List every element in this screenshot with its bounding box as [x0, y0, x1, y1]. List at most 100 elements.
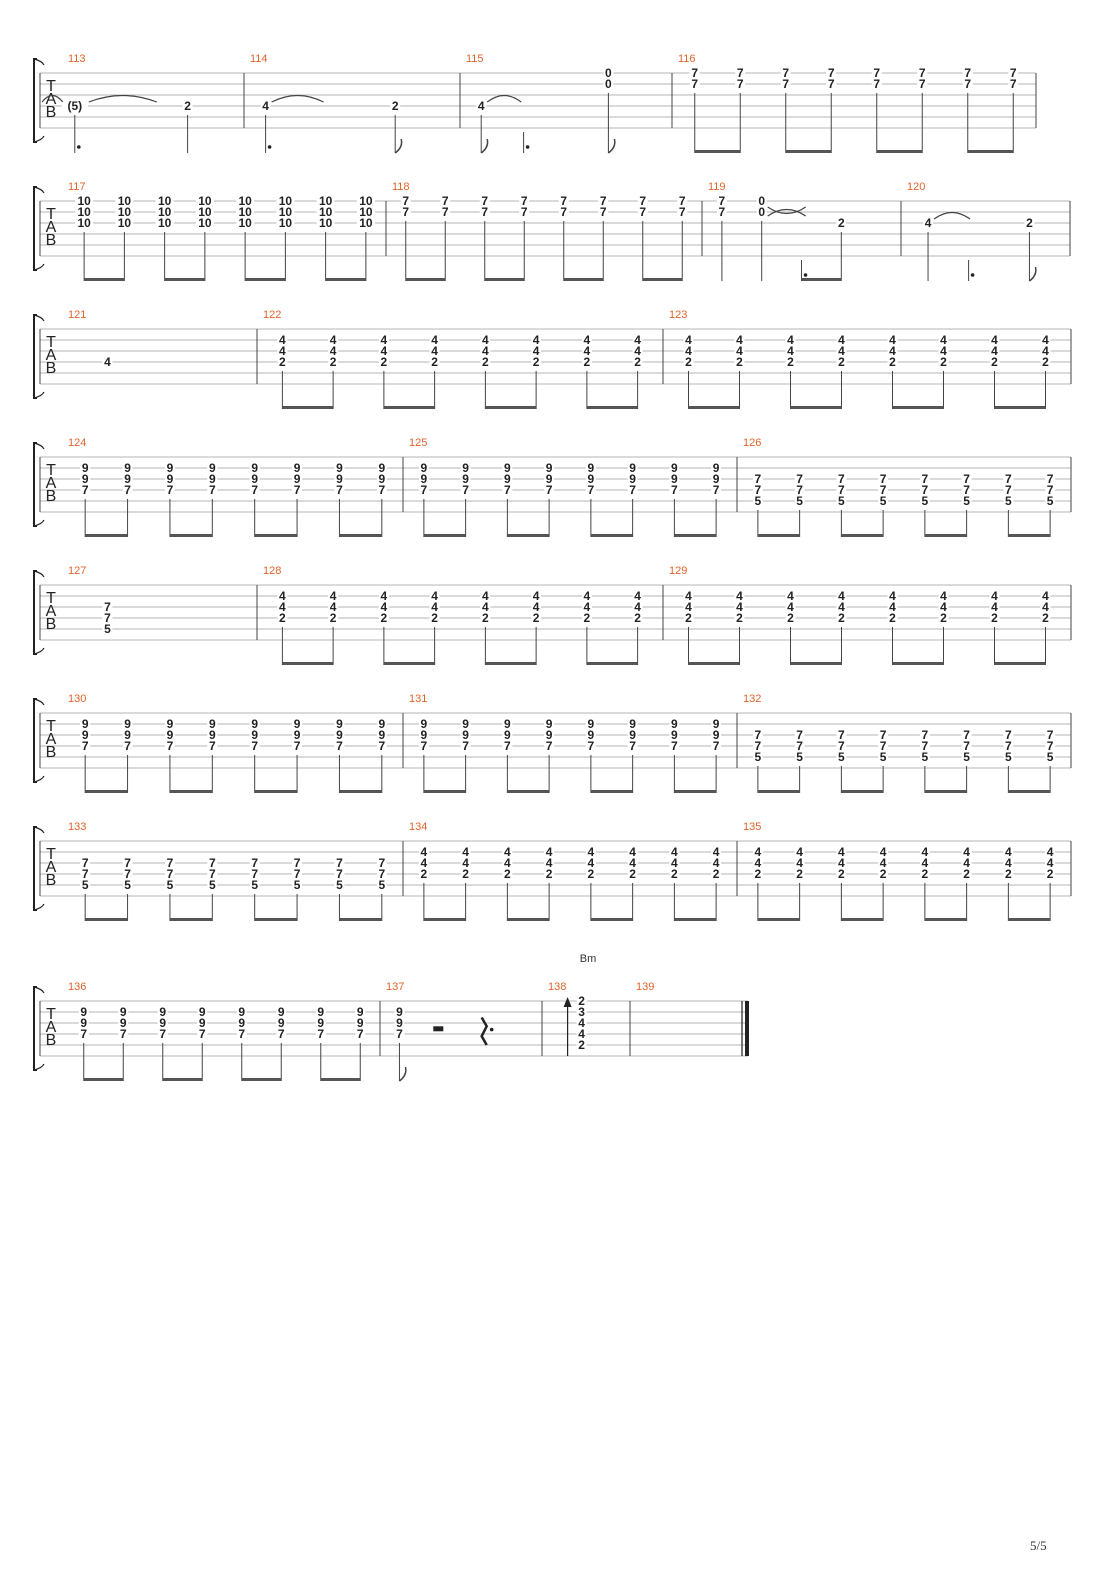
fret-mask	[328, 334, 339, 346]
fret-mask	[195, 217, 214, 229]
fret-mask	[276, 206, 295, 218]
fret-number: 7	[336, 739, 343, 753]
note-beam	[405, 278, 446, 281]
fret-number: 9	[629, 461, 636, 475]
bracket-hook	[33, 519, 45, 527]
fret-mask	[334, 857, 345, 869]
fret-number: 10	[359, 205, 373, 219]
fret-mask	[1008, 67, 1019, 79]
fret-number: 7	[679, 205, 686, 219]
fret-number: 9	[671, 728, 678, 742]
fret-mask	[1008, 78, 1019, 90]
fret-number: 9	[80, 1005, 87, 1019]
fret-number: 7	[755, 483, 762, 497]
duration-dot	[970, 273, 975, 277]
fret-number: 2	[685, 611, 692, 625]
fret-mask	[236, 1006, 247, 1018]
system-bracket	[33, 570, 37, 655]
fret-mask	[249, 473, 260, 485]
fret-mask	[683, 356, 694, 368]
fret-mask	[627, 740, 638, 752]
fret-number: 9	[294, 728, 301, 742]
fret-mask	[207, 857, 218, 869]
fret-number: 4	[796, 856, 803, 870]
fret-mask	[826, 78, 837, 90]
fret-mask	[502, 473, 513, 485]
fret-number: 4	[431, 344, 438, 358]
note-beam	[485, 662, 537, 665]
fret-mask	[632, 356, 643, 368]
fret-mask	[752, 846, 763, 858]
fret-mask	[440, 195, 451, 207]
tab-clef-letter: B	[46, 1032, 57, 1049]
fret-mask	[292, 484, 303, 496]
fret-mask	[378, 590, 389, 602]
fret-number: 4	[685, 589, 692, 603]
fret-mask	[164, 473, 175, 485]
fret-number: 9	[294, 461, 301, 475]
fret-number: 7	[167, 867, 174, 881]
fret-number: 7	[838, 728, 845, 742]
measure-number: 128	[263, 565, 281, 577]
fret-mask	[669, 857, 680, 869]
fret-mask	[558, 206, 569, 218]
fret-mask	[785, 590, 796, 602]
fret-mask	[836, 334, 847, 346]
bracket-hook	[33, 263, 45, 271]
note-beam	[339, 918, 382, 921]
fret-number: 10	[158, 205, 172, 219]
fret-number: 7	[873, 77, 880, 91]
fret-mask	[355, 1017, 366, 1029]
fret-mask	[919, 857, 930, 869]
fret-number: 7	[963, 739, 970, 753]
fret-mask	[334, 462, 345, 474]
fret-mask	[585, 718, 596, 730]
note-beam	[892, 406, 944, 409]
fret-number: 7	[880, 472, 887, 486]
fret-number: 4	[1005, 845, 1012, 859]
fret-number: 4	[736, 333, 743, 347]
fret-number: 9	[629, 728, 636, 742]
tab-clef-letter: B	[46, 104, 57, 121]
fret-number: 9	[159, 1016, 166, 1030]
fret-mask	[122, 462, 133, 474]
fret-number: 7	[378, 867, 385, 881]
fret-mask	[249, 484, 260, 496]
fret-number: 9	[294, 717, 301, 731]
fret-number: 2	[713, 867, 720, 881]
fret-number: 9	[357, 1016, 364, 1030]
note-beam	[162, 1078, 203, 1081]
fret-mask	[75, 195, 94, 207]
note-beam	[325, 278, 366, 281]
fret-mask	[292, 473, 303, 485]
note-beam	[254, 534, 298, 537]
fret-mask	[627, 718, 638, 730]
fret-mask	[418, 740, 429, 752]
fret-mask	[785, 601, 796, 613]
fret-number: 0	[758, 194, 765, 208]
fret-mask	[735, 78, 746, 90]
note-beam	[674, 790, 717, 793]
fret-mask	[544, 846, 555, 858]
fret-mask	[460, 473, 471, 485]
fret-mask	[752, 473, 763, 485]
fret-mask	[157, 1028, 168, 1040]
note-beam	[801, 278, 842, 281]
fret-number: 2	[634, 611, 641, 625]
fret-number: 4	[796, 845, 803, 859]
fret-number: 4	[889, 344, 896, 358]
fret-number: 9	[82, 461, 89, 475]
bracket-hook	[33, 826, 45, 834]
note-beam	[241, 1078, 282, 1081]
fret-mask	[734, 612, 745, 624]
fret-mask	[316, 217, 335, 229]
fret-number: 4	[478, 99, 485, 113]
fret-number: 9	[396, 1016, 403, 1030]
fret-mask	[1045, 846, 1056, 858]
tie-arc	[88, 94, 158, 103]
fret-mask	[917, 67, 928, 79]
